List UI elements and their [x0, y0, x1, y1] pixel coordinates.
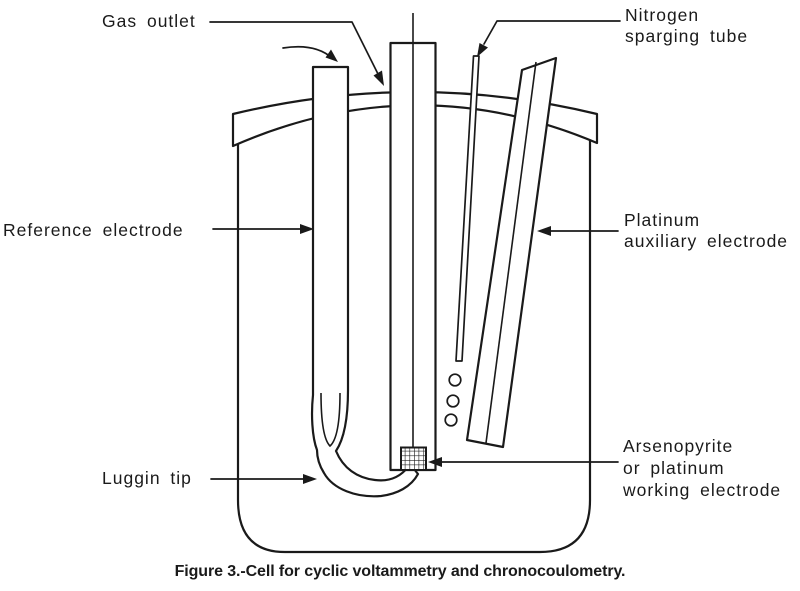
figure-caption: Figure 3.-Cell for cyclic voltammetry an… — [174, 563, 626, 580]
label-nitrogen-sparging-tube: Nitrogen sparging tube — [625, 5, 749, 46]
auxiliary-electrode-inner-line — [485, 61, 537, 444]
label-working-electrode: Arsenopyrite or platinum working electro… — [623, 436, 782, 500]
working-electrode-block — [400, 446, 427, 471]
label-luggin-tip: Luggin tip — [102, 468, 192, 488]
nitrogen-leader-arrow — [477, 20, 621, 57]
luggin-inner-bore — [320, 392, 341, 448]
vessel-body — [236, 121, 592, 554]
auxiliary-electrode-leader-arrow — [537, 226, 619, 236]
gas-bubbles — [444, 373, 462, 427]
gas-flow-curved-arrow — [282, 45, 338, 62]
reference-electrode-leader-arrow — [212, 224, 314, 234]
reference-electrode-tube — [310, 65, 420, 498]
gas-outlet-leader-arrow — [209, 21, 384, 86]
label-reference-electrode: Reference electrode — [3, 220, 184, 240]
label-gas-outlet: Gas outlet — [102, 11, 196, 31]
luggin-tip-leader-arrow — [210, 474, 317, 484]
nitrogen-sparging-tube — [455, 55, 480, 362]
label-platinum-auxiliary-electrode: Platinum auxiliary electrode — [624, 210, 789, 251]
working-electrode-leader-arrow — [428, 457, 619, 467]
